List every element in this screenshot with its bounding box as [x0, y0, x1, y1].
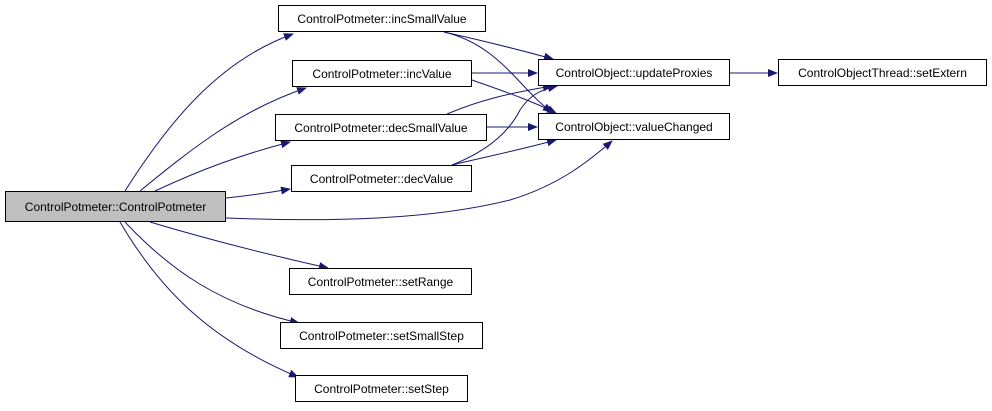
edge-dec-small-value-to-update-proxies — [446, 83, 553, 115]
node-set-range[interactable]: ControlPotmeter::setRange — [289, 268, 472, 295]
node-value-changed[interactable]: ControlObject::valueChanged — [538, 113, 730, 140]
node-set-small-step[interactable]: ControlPotmeter::setSmallStep — [280, 322, 483, 349]
edge-dec-value-to-update-proxies — [451, 84, 558, 166]
node-inc-small-value[interactable]: ControlPotmeter::incSmallValue — [278, 5, 486, 32]
edge-root-to-inc-value — [139, 87, 307, 192]
node-dec-value[interactable]: ControlPotmeter::decValue — [291, 165, 472, 192]
edge-root-to-set-step — [119, 221, 299, 378]
node-update-proxies[interactable]: ControlObject::updateProxies — [538, 59, 730, 86]
node-controlpotmeter-controlpotmeter[interactable]: ControlPotmeter::ControlPotmeter — [5, 191, 226, 222]
edge-root-to-dec-value — [225, 186, 291, 199]
node-dec-small-value[interactable]: ControlPotmeter::decSmallValue — [275, 114, 487, 141]
edge-inc-value-to-value-changed — [471, 79, 557, 114]
edge-dec-value-to-value-changed — [451, 138, 557, 166]
node-set-extern[interactable]: ControlObjectThread::setExtern — [778, 59, 987, 86]
edge-root-to-dec-small-value — [154, 140, 291, 192]
edge-root-to-value-changed — [225, 140, 613, 221]
edge-inc-small-value-to-value-changed — [443, 31, 553, 113]
edge-inc-small-value-to-update-proxies — [443, 31, 554, 61]
edge-root-to-inc-small-value — [124, 33, 294, 192]
edge-root-to-set-range — [149, 221, 329, 270]
node-inc-value[interactable]: ControlPotmeter::incValue — [292, 60, 472, 87]
edge-root-to-set-small-step — [124, 221, 300, 325]
node-set-step[interactable]: ControlPotmeter::setStep — [295, 375, 468, 402]
